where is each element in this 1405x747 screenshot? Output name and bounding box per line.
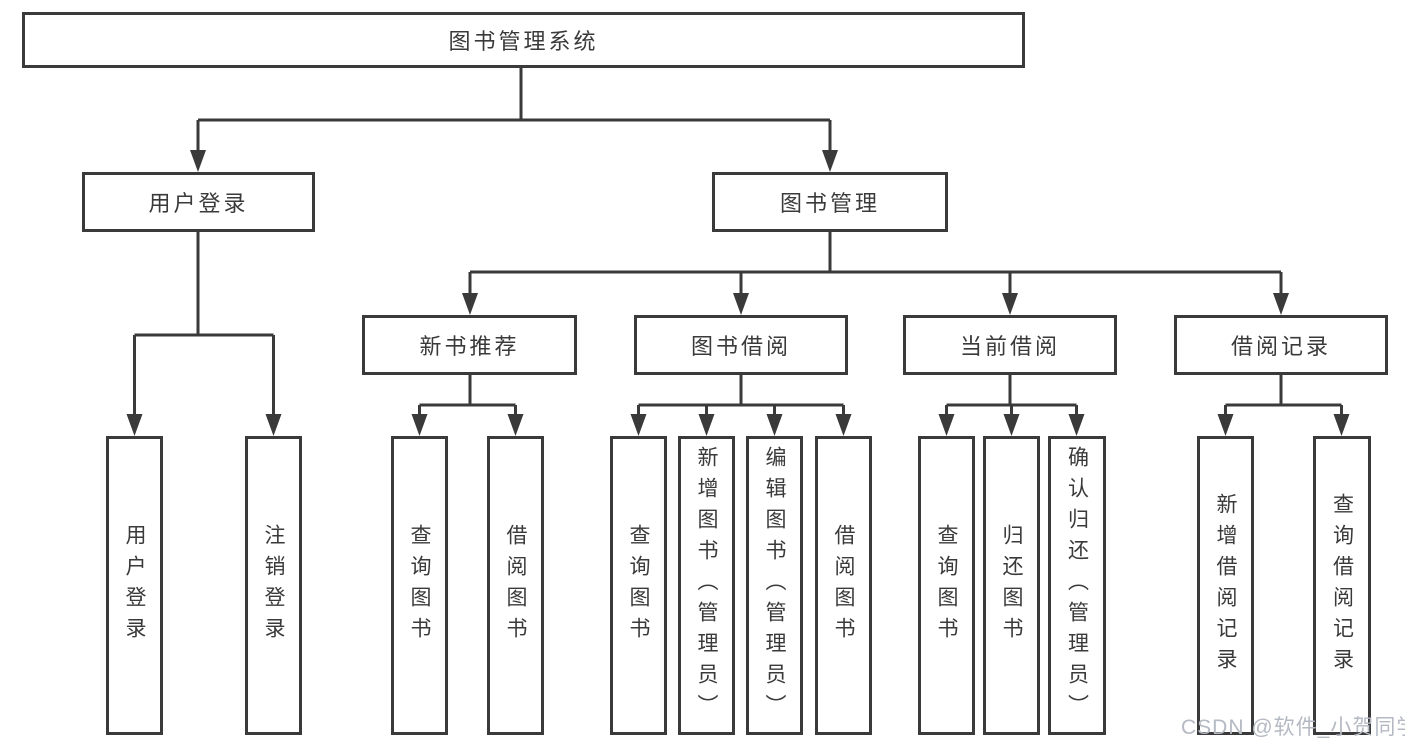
- leaf-label: 新增图书（管理员）: [695, 446, 718, 725]
- csdn-watermark: CSDN @软件_小贺同学: [1181, 716, 1405, 739]
- node-new-book-recommend: 新书推荐: [362, 315, 577, 375]
- leaf-label: 注销登录: [262, 523, 285, 648]
- node-current-borrow: 当前借阅: [903, 315, 1117, 375]
- leaf-logout: 注销登录: [245, 436, 302, 735]
- leaf-query-books-recommend: 查询图书: [391, 436, 448, 735]
- leaf-borrow-books: 借阅图书: [815, 436, 872, 735]
- node-label: 图书借阅: [690, 334, 791, 359]
- leaf-edit-book-admin: 编辑图书（管理员）: [746, 436, 803, 735]
- leaf-query-books-borrow: 查询图书: [610, 436, 667, 735]
- leaf-label: 借阅图书: [832, 523, 855, 648]
- leaf-query-books-current: 查询图书: [918, 436, 975, 735]
- leaf-borrow-books-recommend: 借阅图书: [487, 436, 544, 735]
- node-label: 当前借阅: [959, 334, 1060, 359]
- leaf-label: 归还图书: [1000, 523, 1023, 648]
- leaf-label: 查询借阅记录: [1330, 492, 1354, 679]
- node-system-title: 图书管理系统: [22, 12, 1025, 68]
- node-label: 图书管理: [779, 191, 880, 216]
- leaf-label: 查询图书: [627, 523, 650, 648]
- node-user-login: 用户登录: [82, 172, 315, 232]
- leaf-label: 借阅图书: [504, 523, 527, 648]
- leaf-label: 用户登录: [123, 523, 146, 648]
- leaf-return-books: 归还图书: [983, 436, 1040, 735]
- leaf-label: 查询图书: [935, 523, 958, 648]
- leaf-label: 编辑图书（管理员）: [763, 446, 786, 725]
- node-label: 用户登录: [148, 191, 249, 216]
- node-book-borrow: 图书借阅: [634, 315, 848, 375]
- leaf-label: 新增借阅记录: [1214, 492, 1237, 679]
- node-label: 图书管理系统: [448, 29, 599, 54]
- leaf-user-login: 用户登录: [106, 436, 163, 735]
- leaf-label: 确认归还（管理员）: [1065, 446, 1089, 725]
- node-borrow-records: 借阅记录: [1174, 315, 1388, 375]
- node-label: 新书推荐: [419, 334, 520, 359]
- node-book-management: 图书管理: [712, 172, 948, 232]
- leaf-confirm-return-admin: 确认归还（管理员）: [1048, 436, 1106, 735]
- leaf-add-book-admin: 新增图书（管理员）: [678, 436, 735, 735]
- leaf-query-borrow-record: 查询借阅记录: [1313, 436, 1371, 735]
- node-label: 借阅记录: [1230, 334, 1331, 359]
- leaf-add-borrow-record: 新增借阅记录: [1197, 436, 1254, 735]
- leaf-label: 查询图书: [408, 523, 431, 648]
